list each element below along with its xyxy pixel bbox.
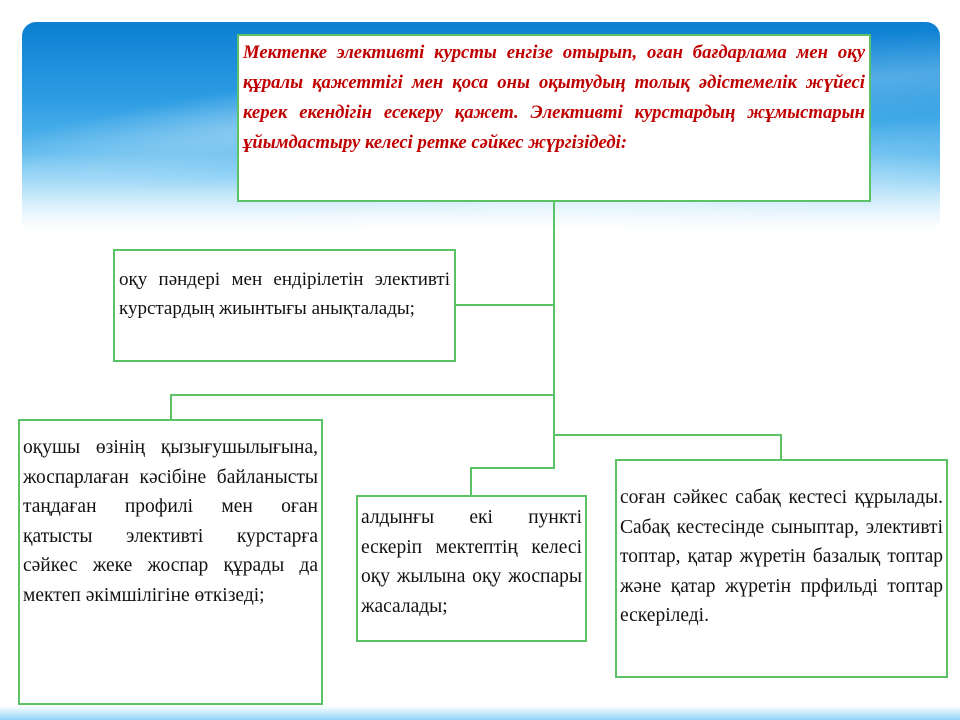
title-box: Мектепке элективті курсты енгізе отырып,… xyxy=(237,34,871,202)
child-box-student-plan: оқушы өзінің қызығушылығына, жоспарлаған… xyxy=(18,419,323,705)
step-box-subjects: оқу пәндері мен ендірілетін элективті ку… xyxy=(113,249,456,362)
connector-to-child-2 xyxy=(470,395,555,495)
connector-to-child-3 xyxy=(554,434,782,459)
bottom-band-decoration xyxy=(0,706,960,720)
child-box-schedule: соған сәйкес сабақ кестесі құрылады. Саб… xyxy=(615,459,948,678)
connector-to-child-1 xyxy=(170,394,554,419)
child-box-curriculum: алдынғы екі пункті ескеріп мектептің кел… xyxy=(356,495,587,642)
